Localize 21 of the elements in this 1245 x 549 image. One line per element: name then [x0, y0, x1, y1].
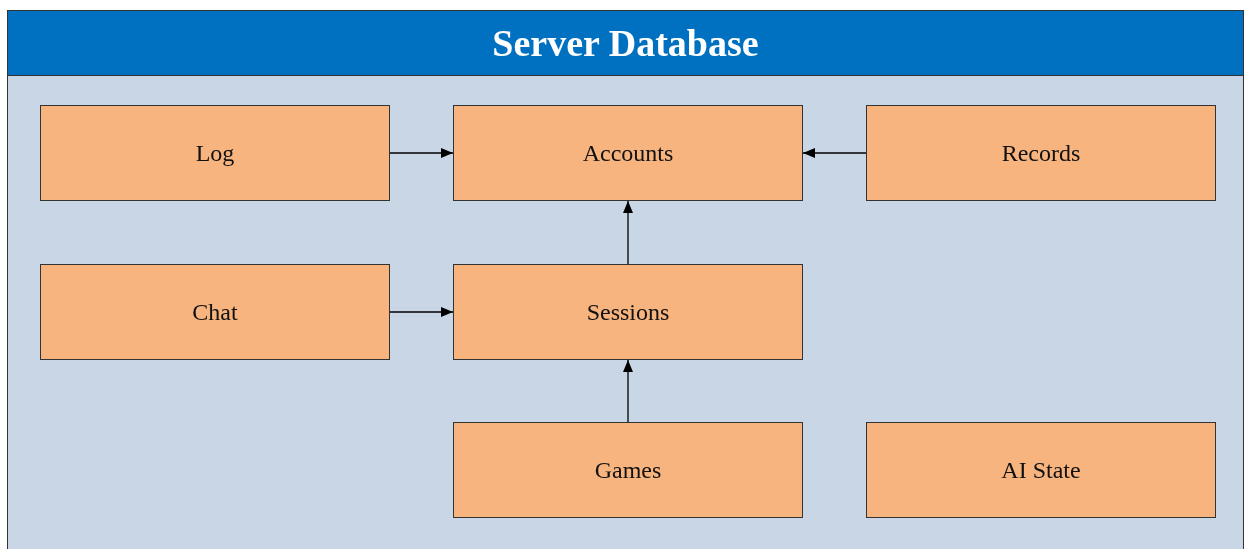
- table-box: [866, 422, 1216, 518]
- table-name: Sessions: [586, 298, 670, 326]
- table-box: [40, 105, 390, 201]
- table-name: Records: [1001, 139, 1081, 167]
- arrow: [389, 148, 454, 158]
- container-panel: [7, 10, 1244, 549]
- table-box: [40, 264, 390, 360]
- table-name: Accounts: [582, 139, 674, 167]
- table-name: Chat: [192, 298, 238, 326]
- table-box: [453, 105, 803, 201]
- arrow: [623, 200, 633, 265]
- arrow: [389, 307, 454, 317]
- arrow: [802, 148, 867, 158]
- table-box: [453, 422, 803, 518]
- table-name: AI State: [1001, 456, 1081, 484]
- table-name: Log: [195, 139, 235, 167]
- arrow: [623, 359, 633, 423]
- table-box: [453, 264, 803, 360]
- table-box: [866, 105, 1216, 201]
- table-name: Games: [594, 456, 662, 484]
- container-title: Server Database: [492, 21, 759, 65]
